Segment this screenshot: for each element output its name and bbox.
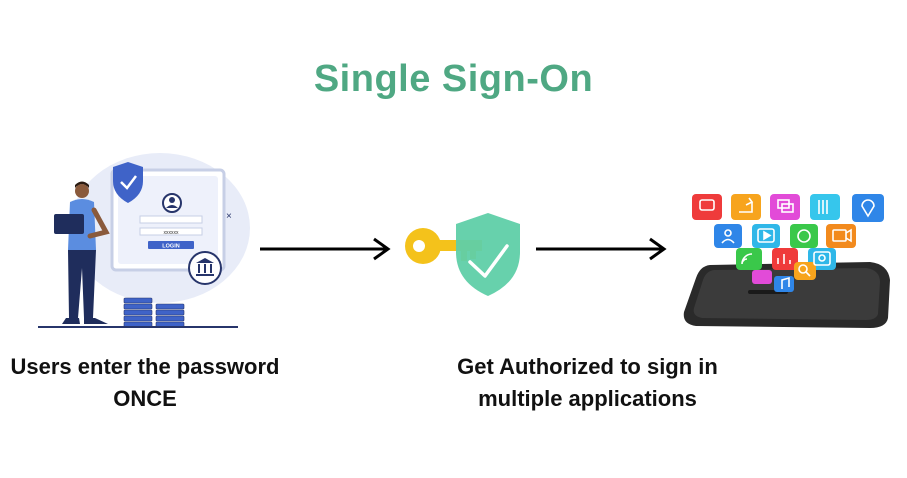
app-icon-grid [692,194,884,292]
left-caption-line-1: Users enter the password [10,354,280,379]
user-figure [54,181,110,324]
password-field [139,227,203,236]
shield-check-icon [113,162,143,203]
messages-icon [770,194,800,220]
username-field [139,215,203,224]
document-icon [810,194,840,220]
shield-check-icon-green [456,213,520,296]
coin-stacks-icon [123,297,185,328]
left-caption: Users enter the password ONCE [0,351,290,415]
share-icon [731,194,761,220]
chat-icon [692,194,722,220]
left-caption-line-2: ONCE [113,386,177,411]
right-caption-line-2: multiple applications [478,386,697,411]
login-button-label: LOGIN [162,244,179,250]
location-icon [852,194,884,222]
sync-icon [790,224,818,248]
close-icon: × [226,211,232,222]
smartphone-icon [683,262,890,328]
arrow-to-apps [536,237,667,261]
stats-icon [772,248,798,270]
login-panel: xxxxxx LOGIN × [110,168,232,272]
right-caption-line-1: Get Authorized to sign in [457,354,718,379]
rss-icon [736,248,762,270]
right-caption: Get Authorized to sign in multiple appli… [420,351,755,415]
bank-icon [188,251,222,285]
music-icon [774,276,794,292]
arrow-to-key [260,237,391,261]
login-button [148,241,194,249]
page-title: Single Sign-On [313,58,594,100]
password-mask: xxxxxx [164,230,180,236]
laptop-icon [54,214,84,234]
